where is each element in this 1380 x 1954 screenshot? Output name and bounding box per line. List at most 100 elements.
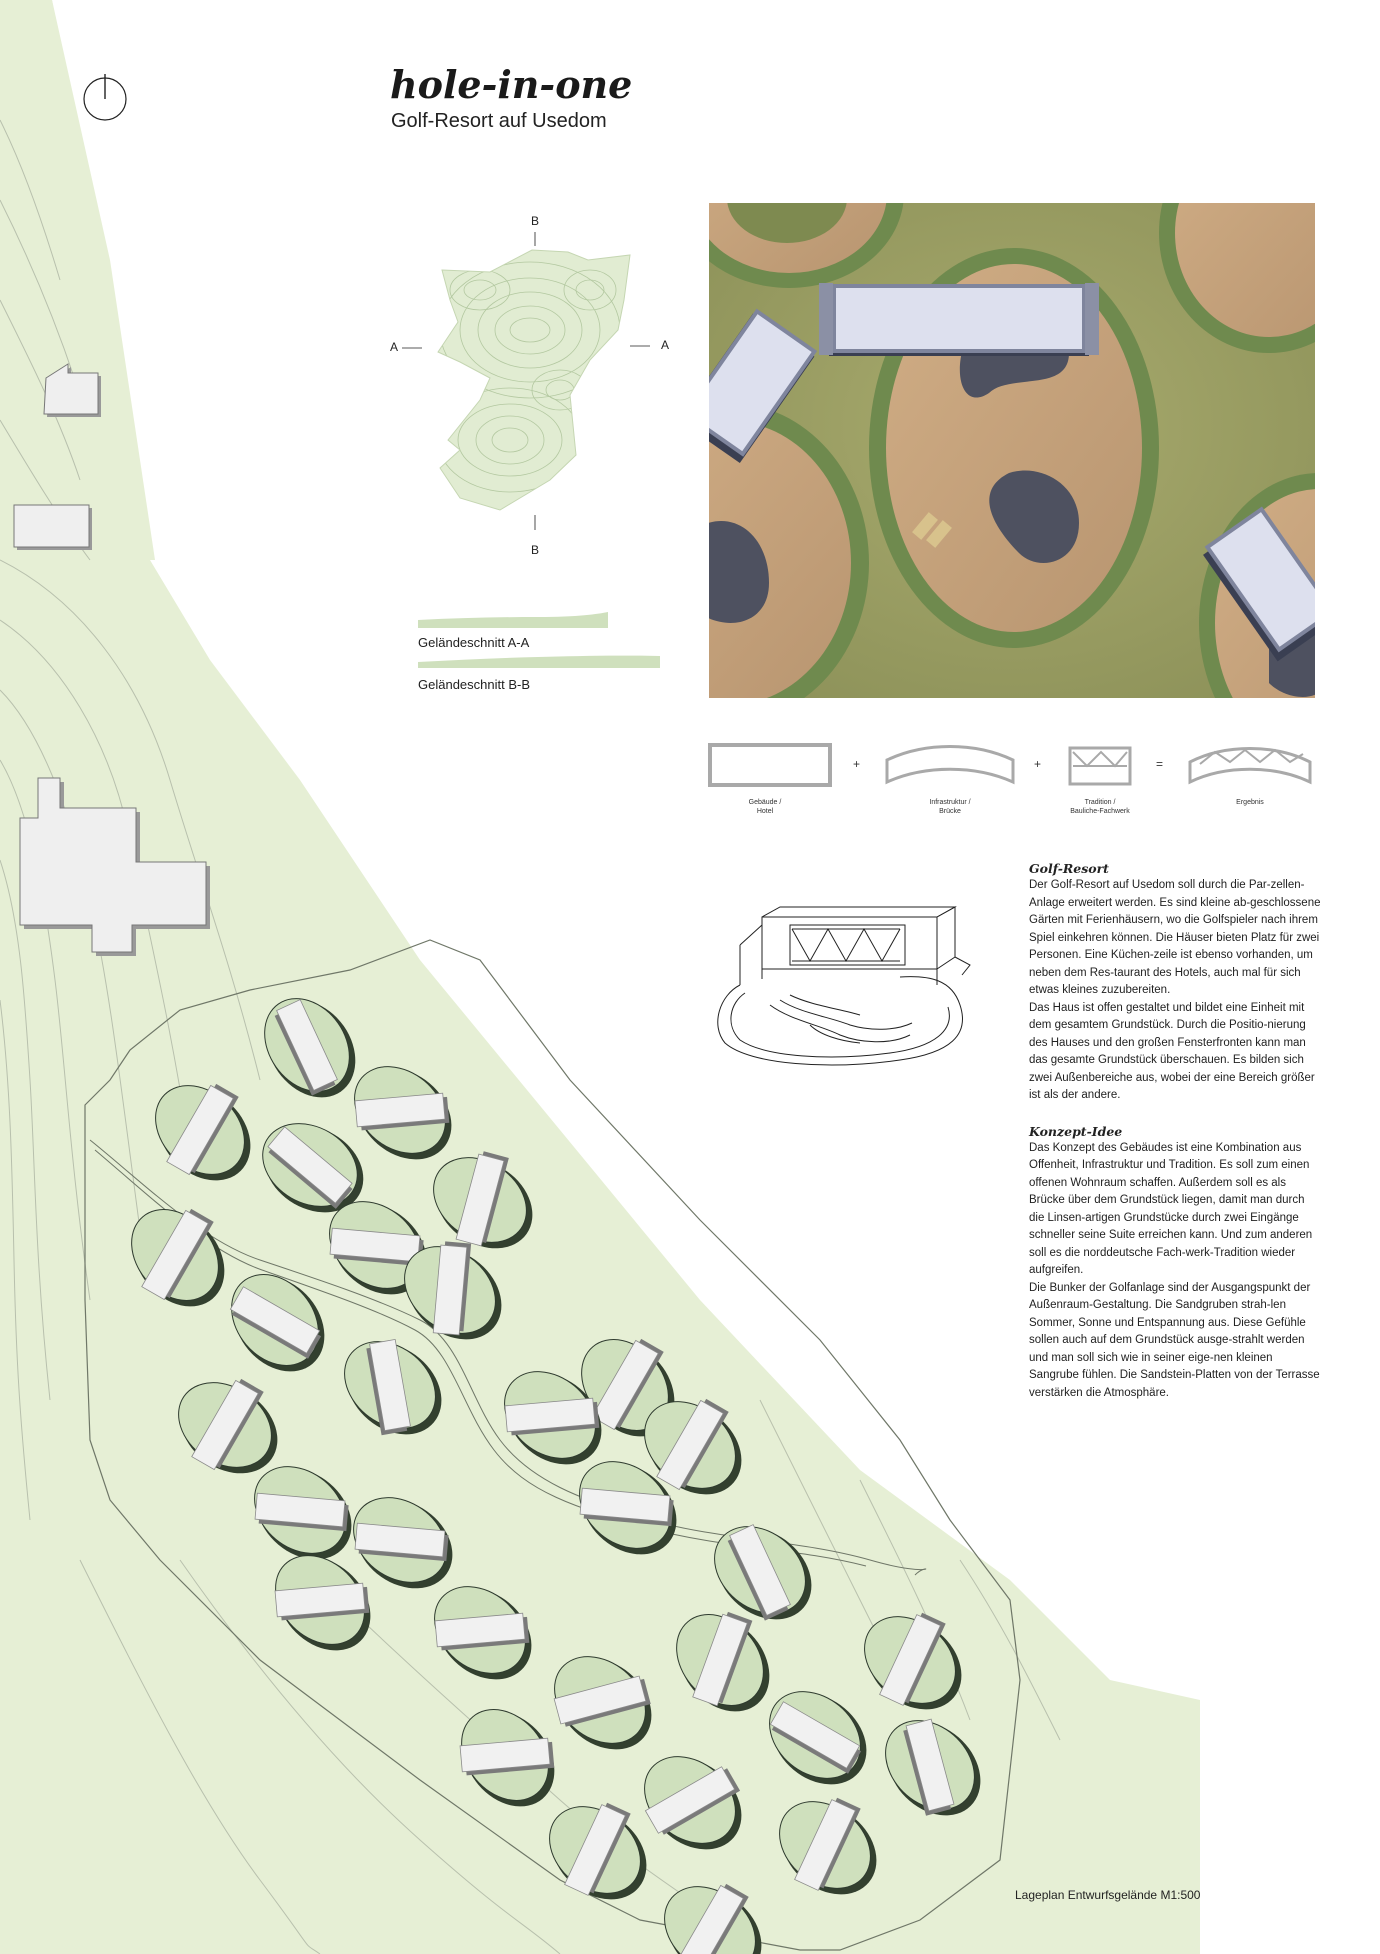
house bbox=[229, 1286, 321, 1354]
plot bbox=[274, 1555, 371, 1651]
house bbox=[564, 1804, 626, 1896]
plot bbox=[178, 1378, 278, 1474]
house bbox=[729, 1524, 791, 1616]
section-marker-b-top: B bbox=[531, 214, 540, 228]
concept-diagram bbox=[708, 743, 1312, 787]
house bbox=[676, 1884, 744, 1954]
land-area-upper-left bbox=[0, 0, 155, 560]
operator-plus-2: + bbox=[1034, 757, 1042, 771]
house bbox=[459, 1737, 551, 1773]
plots bbox=[131, 998, 981, 1954]
timber-frame-icon bbox=[1068, 746, 1132, 786]
caption-tradition: Tradition /Bauliche-Fachwerk bbox=[1070, 799, 1130, 815]
section-b-profile bbox=[418, 655, 660, 668]
golf-resort-heading: Golf-Resort bbox=[1029, 861, 1109, 876]
house bbox=[553, 1675, 647, 1725]
plot bbox=[433, 1151, 533, 1249]
house bbox=[354, 1522, 446, 1558]
site-boundary bbox=[84, 939, 1021, 1951]
render-house bbox=[819, 283, 1099, 356]
house bbox=[191, 1379, 259, 1471]
existing-building bbox=[43, 363, 99, 415]
concept-sketch bbox=[717, 906, 971, 1066]
plot bbox=[644, 1756, 742, 1850]
house bbox=[166, 1084, 234, 1176]
bridge-icon bbox=[885, 745, 1015, 785]
operator-plus-1: + bbox=[853, 757, 861, 771]
plot bbox=[254, 1466, 352, 1560]
building-hotel-icon bbox=[708, 743, 832, 787]
plot bbox=[714, 1524, 812, 1621]
aerial-render bbox=[709, 203, 1315, 698]
plot bbox=[779, 1797, 877, 1895]
plot bbox=[664, 1883, 762, 1954]
house bbox=[504, 1397, 596, 1433]
plot bbox=[676, 1611, 770, 1712]
plot bbox=[864, 1612, 962, 1710]
render-plot bbox=[709, 403, 869, 698]
render-house bbox=[709, 308, 818, 464]
section-marker-a-left: A bbox=[390, 340, 399, 354]
section-a-profile bbox=[418, 612, 608, 628]
plot bbox=[434, 1586, 532, 1680]
site-plan-caption: Lageplan Entwurfsgelände M1:500 bbox=[1015, 1888, 1201, 1902]
house bbox=[455, 1153, 505, 1247]
house bbox=[141, 1209, 209, 1301]
plot bbox=[885, 1718, 981, 1816]
plot bbox=[549, 1802, 647, 1900]
result-icon bbox=[1188, 747, 1312, 785]
house bbox=[656, 1399, 724, 1491]
existing-building bbox=[13, 504, 90, 548]
house bbox=[692, 1613, 748, 1707]
terrain-map bbox=[402, 232, 650, 530]
golf-resort-paragraph-2: Das Haus ist offen gestaltet und bildet … bbox=[1029, 1001, 1315, 1102]
plot bbox=[229, 1274, 325, 1372]
house bbox=[769, 1701, 861, 1769]
page-title: hole-in-one bbox=[390, 62, 633, 107]
description-text: Golf-Resort Der Golf-Resort auf Usedom s… bbox=[1029, 860, 1321, 1402]
house bbox=[591, 1339, 659, 1431]
house bbox=[267, 1126, 353, 1204]
house bbox=[794, 1799, 856, 1891]
plot bbox=[769, 1691, 867, 1785]
plot bbox=[459, 1709, 555, 1807]
render-plot bbox=[1159, 203, 1315, 353]
caption-building: Gebäude /Hotel bbox=[748, 799, 782, 815]
caption-bridge: Infrastruktur /Brücke bbox=[929, 799, 971, 815]
north-arrow-icon bbox=[83, 74, 127, 121]
plot bbox=[354, 1066, 452, 1160]
terrain-sections bbox=[418, 612, 660, 668]
house bbox=[432, 1244, 468, 1336]
house bbox=[276, 999, 338, 1091]
house bbox=[329, 1227, 421, 1263]
house bbox=[254, 1492, 346, 1528]
plot bbox=[644, 1398, 742, 1495]
existing-buildings bbox=[13, 363, 210, 956]
land-area bbox=[0, 0, 1200, 1954]
section-marker-a-right: A bbox=[661, 338, 670, 352]
site-path bbox=[89, 1139, 927, 1576]
section-marker-b-bottom: B bbox=[531, 543, 540, 557]
house bbox=[644, 1766, 736, 1834]
konzept-heading: Konzept-Idee bbox=[1029, 1123, 1123, 1139]
plot bbox=[404, 1241, 502, 1340]
house bbox=[434, 1612, 526, 1648]
house bbox=[579, 1487, 671, 1523]
plot bbox=[264, 998, 356, 1098]
house bbox=[879, 1614, 941, 1706]
plot bbox=[353, 1497, 453, 1589]
plot bbox=[579, 1461, 677, 1555]
house bbox=[369, 1338, 411, 1432]
house bbox=[905, 1718, 955, 1812]
section-a-label: Geländeschnitt A-A bbox=[418, 635, 530, 650]
render-house bbox=[1203, 506, 1315, 662]
plot bbox=[262, 1123, 364, 1213]
terrain-shape bbox=[438, 250, 630, 510]
existing-building bbox=[19, 777, 207, 953]
plot bbox=[329, 1201, 427, 1295]
konzept-paragraph-2: Die Bunker der Golfanlage sind der Ausga… bbox=[1029, 1281, 1320, 1399]
plot bbox=[344, 1338, 442, 1436]
house bbox=[274, 1582, 366, 1618]
konzept-paragraph-1: Das Konzept des Gebäudes ist eine Kombin… bbox=[1029, 1141, 1313, 1277]
